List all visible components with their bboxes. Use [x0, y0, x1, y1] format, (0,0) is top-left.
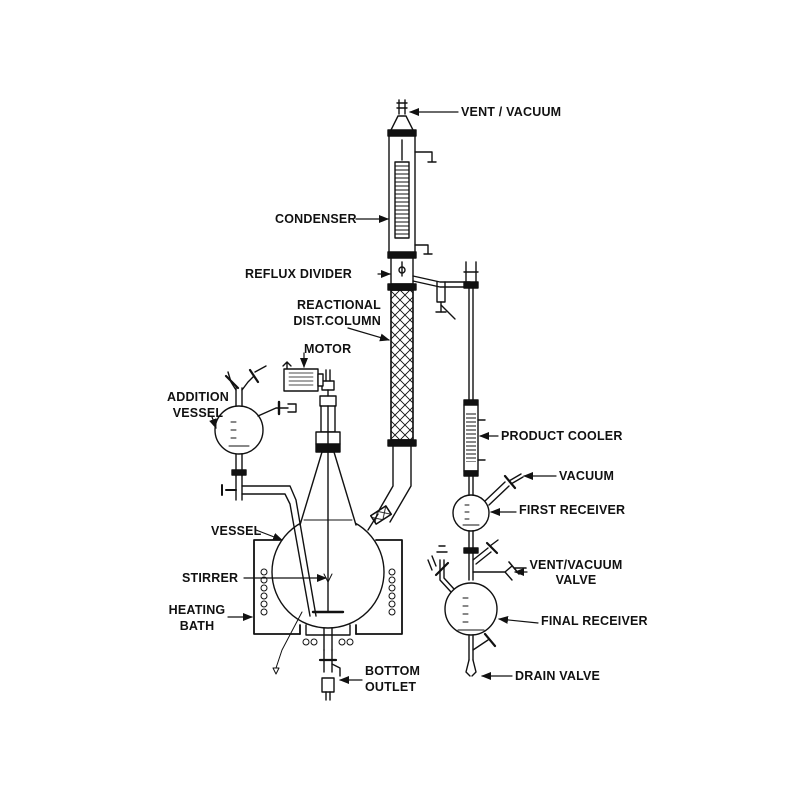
label-condenser: CONDENSER	[275, 212, 357, 226]
label-bottom-outlet-line1: BOTTOM	[365, 664, 421, 678]
label-drain-valve: DRAIN VALVE	[515, 669, 601, 683]
arrow-final-receiver	[498, 615, 539, 624]
product-cooler	[463, 404, 486, 497]
condenser	[387, 99, 437, 259]
label-reactional-column-line2: DIST.COLUMN	[293, 314, 381, 328]
label-vacuum: VACUUM	[559, 469, 615, 483]
addition-vessel	[214, 365, 317, 617]
arrow-vessel	[255, 529, 283, 541]
first-receiver	[452, 473, 524, 554]
label-product-cooler: PRODUCT COOLER	[501, 429, 623, 443]
label-vessel: VESSEL	[211, 524, 262, 538]
label-heating-bath-line2: BATH	[179, 619, 215, 633]
reactional-dist-column	[377, 289, 417, 523]
vent-vacuum-valve	[468, 539, 527, 581]
product-line	[463, 261, 479, 406]
reaction-vessel	[271, 443, 392, 651]
label-reactional-column-line1: REACTIONAL	[297, 298, 381, 312]
label-first-receiver: FIRST RECEIVER	[519, 503, 626, 517]
arrow-addition-vessel	[209, 416, 217, 429]
final-receiver	[427, 545, 498, 677]
label-bottom-outlet-line2: OUTLET	[365, 680, 417, 694]
label-vent-vacuum: VENT / VACUUM	[461, 105, 562, 119]
label-vent-vacuum-valve-line2: VALVE	[555, 573, 597, 587]
label-stirrer: STIRRER	[182, 571, 239, 585]
reflux-divider	[387, 257, 471, 320]
leader-arrows	[209, 108, 557, 684]
label-motor: MOTOR	[304, 342, 352, 356]
label-addition-vessel-line1: ADDITION	[166, 390, 229, 404]
stirrer	[311, 369, 345, 614]
heating-bath	[253, 539, 403, 675]
label-vent-vacuum-valve-line1: VENT/VACUUM	[529, 558, 623, 572]
bottom-outlet	[318, 649, 341, 701]
arrow-reactional-column	[347, 327, 390, 342]
label-addition-vessel-line2: VESSEL	[172, 406, 224, 420]
label-reflux-divider: REFLUX DIVIDER	[245, 267, 352, 281]
label-heating-bath-line1: HEATING	[168, 603, 226, 617]
label-final-receiver: FINAL RECEIVER	[541, 614, 648, 628]
motor	[282, 361, 324, 392]
